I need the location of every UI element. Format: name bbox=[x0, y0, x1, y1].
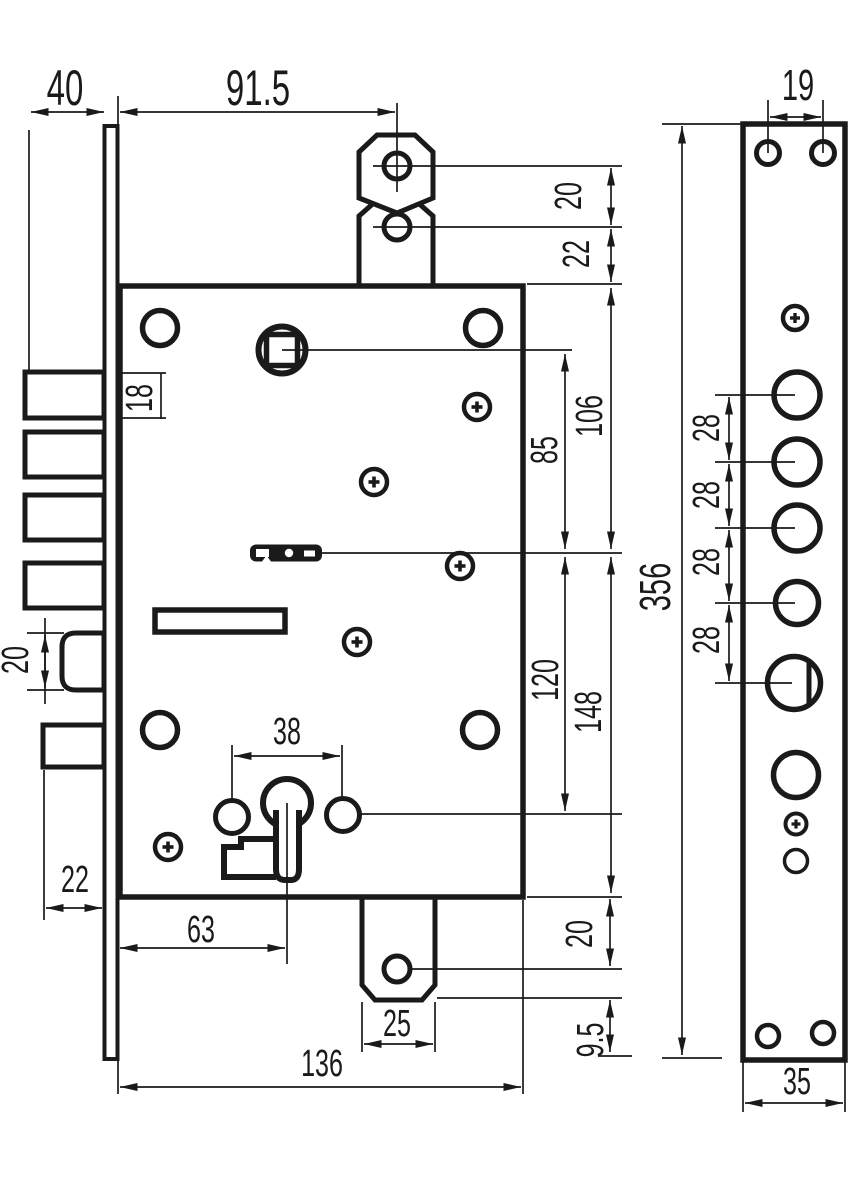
key-cutout bbox=[250, 544, 322, 562]
auxiliary-bolt bbox=[40, 722, 107, 770]
deadbolt-4 bbox=[22, 560, 107, 611]
bottom-tab-hole bbox=[381, 953, 413, 985]
dim-label-85: 85 bbox=[524, 436, 566, 464]
key-cutout-left-bit bbox=[256, 549, 269, 557]
dim-label-120: 120 bbox=[525, 659, 567, 701]
dim-label-22-top: 22 bbox=[556, 240, 598, 268]
screw-2 bbox=[358, 466, 390, 498]
dim-label-28-2: 28 bbox=[686, 481, 728, 509]
dim-label-38: 38 bbox=[273, 711, 301, 753]
dim-label-91-5: 91.5 bbox=[225, 60, 291, 116]
deadbolt-1 bbox=[22, 369, 107, 421]
edge-plate-hole-5 bbox=[770, 749, 822, 801]
lock-body bbox=[117, 283, 526, 900]
mounting-hole-top-left bbox=[139, 307, 181, 349]
screw-5 bbox=[152, 831, 184, 863]
screws bbox=[152, 303, 810, 863]
handle-slot bbox=[152, 607, 288, 635]
dim-label-22-bottom: 22 bbox=[61, 859, 89, 901]
extension-lines bbox=[27, 96, 846, 1112]
dim-label-106: 106 bbox=[569, 395, 611, 437]
edge-plate-bottom-hole-right bbox=[809, 1019, 837, 1047]
key-cutout-notch bbox=[262, 555, 271, 562]
dim-label-28-1: 28 bbox=[686, 414, 728, 442]
faceplate bbox=[102, 124, 120, 1061]
edge-plate-bottom-hole-left bbox=[754, 1022, 782, 1050]
keyhole-bracket bbox=[221, 836, 276, 880]
key-cutout-center bbox=[284, 548, 294, 558]
screw-1 bbox=[461, 391, 493, 423]
dimension-lines bbox=[31, 108, 843, 1107]
dim-label-63: 63 bbox=[187, 909, 215, 951]
dim-label-35: 35 bbox=[783, 1061, 811, 1103]
dim-label-20-bottom: 20 bbox=[559, 920, 601, 948]
dim-label-136: 136 bbox=[301, 1043, 343, 1085]
cylinder-screw-hole-right bbox=[324, 796, 362, 834]
mounting-hole-bottom-right bbox=[459, 709, 501, 751]
edge-plate-screw-top bbox=[780, 303, 810, 333]
dim-label-356: 356 bbox=[631, 562, 680, 612]
latch-bolt bbox=[59, 630, 107, 693]
screw-4 bbox=[341, 626, 373, 658]
dim-label-20-latch: 20 bbox=[0, 646, 37, 674]
dim-label-9-5: 9.5 bbox=[570, 1022, 612, 1058]
key-cutout-right-bit bbox=[304, 550, 315, 557]
dim-label-25: 25 bbox=[383, 1003, 411, 1045]
deadbolt-3 bbox=[22, 492, 107, 543]
dim-label-28-4: 28 bbox=[686, 626, 728, 654]
dim-label-40: 40 bbox=[46, 60, 84, 116]
dim-label-18: 18 bbox=[119, 384, 161, 412]
deadbolt-2 bbox=[22, 429, 107, 480]
screw-3 bbox=[444, 550, 476, 582]
dim-label-20-top: 20 bbox=[548, 182, 590, 210]
lock-outlines bbox=[22, 121, 848, 1063]
edge-plate-screw-bottom bbox=[783, 811, 809, 837]
mounting-hole-top-right bbox=[462, 307, 504, 349]
edge-plate-small-hole bbox=[782, 847, 810, 875]
mounting-hole-bottom-left bbox=[139, 709, 181, 751]
dim-label-19: 19 bbox=[781, 61, 815, 110]
dim-label-28-3: 28 bbox=[686, 548, 728, 576]
dim-label-148: 148 bbox=[568, 691, 610, 733]
cylinder-screw-hole-left bbox=[213, 798, 251, 836]
